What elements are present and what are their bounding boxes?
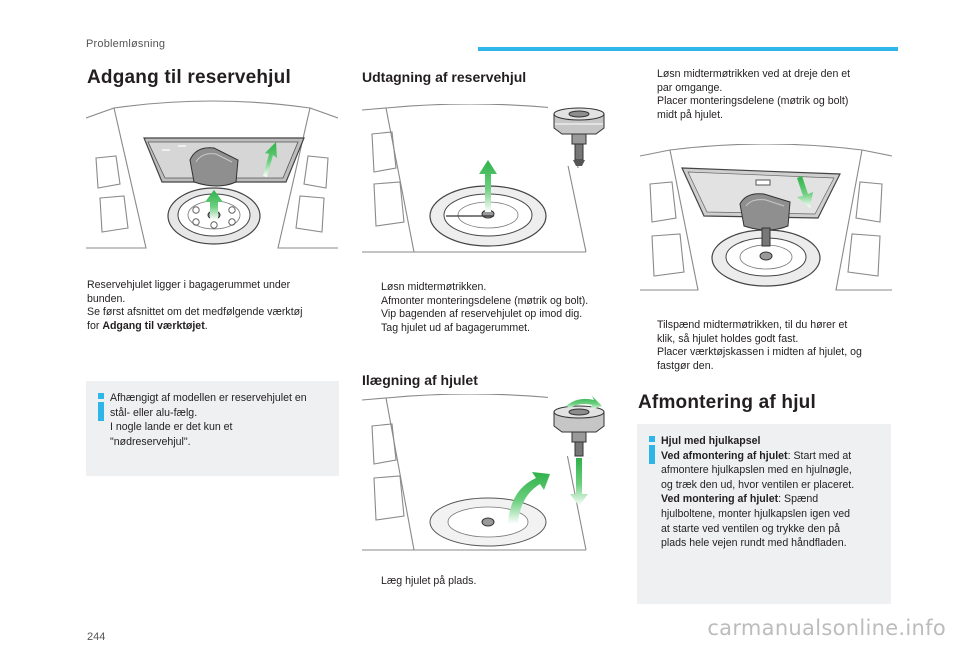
info-icon [98, 393, 104, 421]
info-icon [649, 436, 655, 464]
title-dismount-wheel: Afmontering af hjul [638, 392, 816, 413]
list-item: Tag hjulet ud af bagagerummet. [381, 321, 530, 334]
illustration-trunk-floor-open [86, 100, 338, 249]
col1-paragraph: Reservehjulet ligger i bagagerummet unde… [87, 279, 303, 332]
watermark: carmanualsonline.info [707, 616, 946, 640]
info-box-hubcap: Hjul med hjulkapsel Ved afmontering af h… [637, 424, 891, 604]
header-accent-bar [478, 47, 898, 51]
illustration-tighten-nut [640, 144, 892, 291]
list-item: Løsn midtermøtrikken ved at dreje den et… [657, 68, 851, 94]
loosen-steps-list: Løsn midtermøtrikken ved at dreje den et… [639, 68, 850, 122]
list-item: Læg hjulet på plads. [381, 575, 477, 587]
section-label: Problemløsning [86, 38, 166, 50]
place-steps-list: Læg hjulet på plads. [363, 575, 476, 589]
page-number: 244 [87, 631, 106, 643]
list-item: Afmonter monteringsdelene (møtrik og bol… [381, 294, 589, 307]
list-item: Tilspænd midtermøtrikken, til du hører e… [657, 319, 848, 345]
list-item: Placer monteringsdelene (møtrik og bolt)… [657, 95, 849, 121]
illustration-remove-wheel [361, 104, 610, 253]
remove-steps-list: Løsn midtermøtrikken. Afmonter montering… [363, 281, 588, 335]
title-place-wheel: Ilægning af hjulet [362, 372, 478, 388]
title-access-spare-wheel: Adgang til reservehjul [87, 67, 291, 88]
list-item: Placer værktøjskassen i midten af hjulet… [657, 346, 862, 372]
tighten-steps-list: Tilspænd midtermøtrikken, til du hører e… [639, 319, 862, 373]
list-item: Vip bagenden af reservehjulet op imod di… [381, 308, 583, 320]
list-item: Løsn midtermøtrikken. [381, 281, 487, 293]
illustration-place-wheel [361, 394, 610, 551]
info-box-wheel-types: Afhængigt af modellen er reservehjulet e… [86, 381, 339, 476]
title-remove-spare-wheel: Udtagning af reservehjul [362, 69, 527, 85]
